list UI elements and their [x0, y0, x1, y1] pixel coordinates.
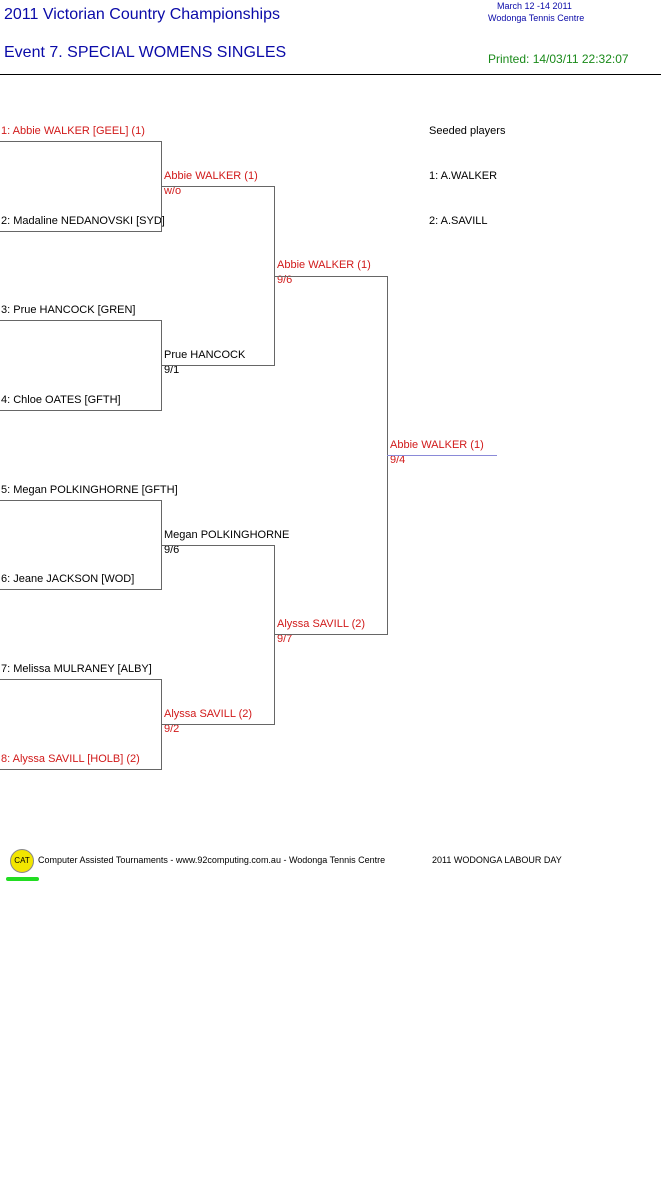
bracket-line	[0, 410, 161, 411]
seeds-heading: Seeded players	[429, 125, 506, 137]
player-r1-8: 8: Alyssa SAVILL [HOLB] (2)	[1, 753, 140, 765]
score-r2-4: 9/2	[164, 723, 180, 735]
seed-item-1: 1: A.WALKER	[429, 170, 498, 182]
player-r1-2: 2: Madaline NEDANOVSKI [SYD]	[1, 215, 165, 227]
winner-r2-2: Prue HANCOCK	[164, 349, 246, 361]
bracket-line	[0, 679, 161, 680]
bracket-line	[0, 320, 161, 321]
header-divider	[0, 74, 661, 75]
cat-logo-icon: CAT	[10, 849, 34, 873]
tournament-dates: March 12 -14 2011	[497, 1, 572, 11]
bracket-line	[161, 545, 274, 546]
bracket-line	[0, 589, 161, 590]
bracket-line	[0, 231, 161, 232]
player-r1-5: 5: Megan POLKINGHORNE [GFTH]	[1, 484, 178, 496]
champion-score: 9/4	[390, 454, 406, 466]
bracket-line	[274, 276, 387, 277]
footer-credit-link[interactable]: Computer Assisted Tournaments - www.92co…	[38, 855, 386, 865]
winner-r2-3: Megan POLKINGHORNE	[164, 529, 290, 541]
printed-timestamp: Printed: 14/03/11 22:32:07	[488, 52, 629, 66]
score-sf-2: 9/7	[277, 633, 293, 645]
bracket-line	[0, 141, 161, 142]
winner-r2-1: Abbie WALKER (1)	[164, 170, 258, 182]
bracket-line	[0, 500, 161, 501]
footer-tournament: 2011 WODONGA LABOUR DAY	[432, 855, 562, 865]
seed-item-2: 2: A.SAVILL	[429, 215, 488, 227]
score-r2-2: 9/1	[164, 364, 180, 376]
player-r1-6: 6: Jeane JACKSON [WOD]	[1, 573, 135, 585]
bracket-line	[161, 365, 274, 366]
page-title: 2011 Victorian Country Championships	[4, 6, 281, 23]
winner-sf-2: Alyssa SAVILL (2)	[277, 618, 366, 630]
bracket-line	[0, 769, 161, 770]
score-sf-1: 9/6	[277, 274, 293, 286]
score-r2-3: 9/6	[164, 544, 180, 556]
player-r1-1: 1: Abbie WALKER [GEEL] (1)	[1, 125, 145, 137]
bracket-line	[161, 724, 274, 725]
event-title: Event 7. SPECIAL WOMENS SINGLES	[4, 44, 287, 61]
logo-underline	[6, 877, 39, 881]
score-r2-1: w/o	[164, 185, 182, 197]
winner-r2-4: Alyssa SAVILL (2)	[164, 708, 253, 720]
player-r1-3: 3: Prue HANCOCK [GREN]	[1, 304, 136, 316]
champion-name: Abbie WALKER (1)	[390, 439, 484, 451]
player-r1-7: 7: Melissa MULRANEY [ALBY]	[1, 663, 152, 675]
bracket-line	[161, 186, 274, 187]
player-r1-4: 4: Chloe OATES [GFTH]	[1, 394, 121, 406]
champion-line	[387, 455, 497, 456]
winner-sf-1: Abbie WALKER (1)	[277, 259, 371, 271]
bracket-line	[274, 634, 387, 635]
bracket-line	[274, 545, 275, 725]
tournament-venue: Wodonga Tennis Centre	[488, 13, 585, 23]
